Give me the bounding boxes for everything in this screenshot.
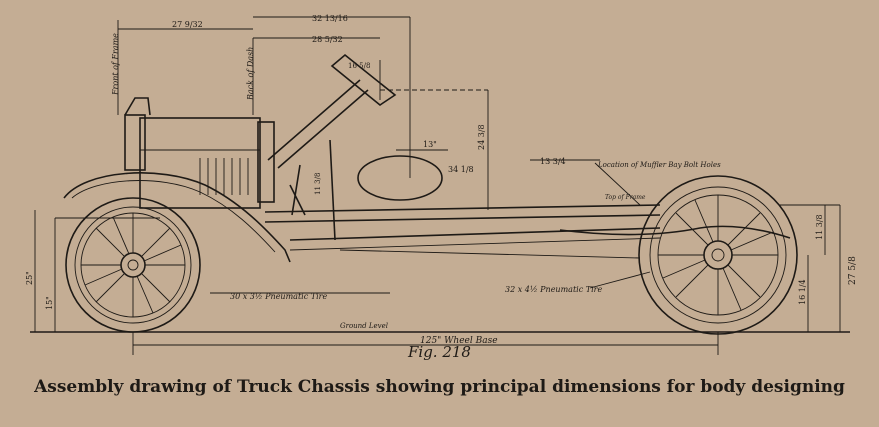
dim-rear-11: 11 3/8 [815, 214, 824, 240]
dim-13: 13" [423, 140, 437, 149]
figure-caption: Assembly drawing of Truck Chassis showin… [34, 377, 845, 397]
dim-rear-27: 27 5/8 [848, 256, 858, 285]
front-of-frame-label: Front of Frame [111, 33, 120, 96]
dim-13b: 13 3/4 [540, 157, 566, 166]
rear-tire-label: 32 x 4½ Pneumatic Tire [505, 285, 602, 294]
wheel-base-label: 125" Wheel Base [420, 336, 498, 346]
front-tire-label: 30 x 3½ Pneumatic Tire [230, 292, 327, 301]
front-fender [63, 172, 291, 263]
dim-front-25: 25" [25, 271, 34, 285]
frame-rails [264, 204, 661, 259]
steering-column [267, 53, 397, 169]
dim-24: 24 3/8 [477, 124, 486, 150]
rear-spring [559, 225, 791, 239]
dim-11: 11 3/8 [314, 173, 322, 195]
dim-rear-16: 16 1/4 [798, 279, 807, 305]
top-of-frame-label: Top of Frame [605, 194, 646, 201]
dim-front-15: 15" [45, 296, 54, 310]
muffler-location-label: Location of Muffler Bay Bolt Holes [597, 161, 721, 169]
muffler [357, 155, 443, 201]
dim-16: 16 5/8 [348, 62, 370, 70]
dim-28: 28 5/32 [312, 35, 343, 44]
ground-level-label: Ground Level [340, 322, 388, 330]
dim-34: 34 1/8 [448, 165, 474, 174]
hood [124, 97, 275, 209]
dim-32: 32 13/16 [312, 14, 348, 23]
dim-27: 27 9/32 [172, 20, 203, 29]
figure-number: Fig. 218 [408, 343, 471, 361]
pedals [289, 139, 336, 241]
back-of-dash-label: Back of Dash [246, 47, 255, 101]
dimension-lines [34, 16, 841, 355]
rear-wheel [638, 175, 798, 335]
